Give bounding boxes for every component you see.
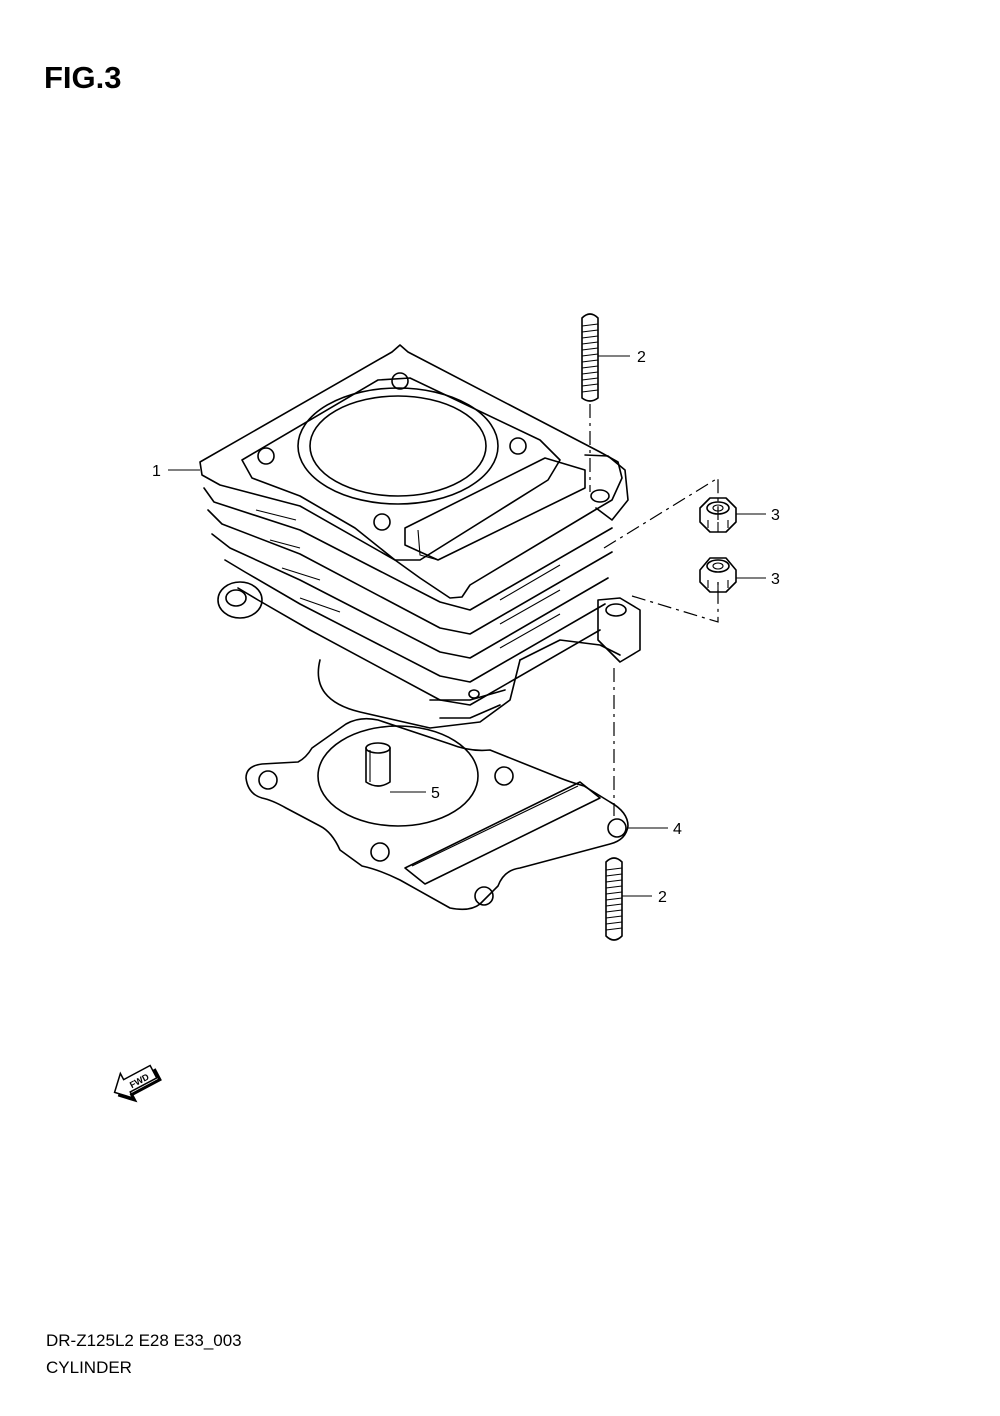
gasket-part[interactable]	[245, 717, 629, 911]
model-code: DR-Z125L2 E28 E33_003	[46, 1331, 242, 1350]
callout-4: 4	[673, 821, 682, 838]
figure-title: FIG.3	[44, 60, 122, 95]
callout-3-upper: 3	[771, 507, 780, 524]
callout-2-upper: 2	[637, 349, 646, 366]
group-name: CYLINDER	[46, 1358, 132, 1377]
cylinder-part[interactable]	[199, 344, 641, 729]
callout-1: 1	[152, 463, 161, 480]
leader-lines	[168, 355, 766, 897]
flange-nut-lower[interactable]	[699, 557, 737, 593]
assembly-lines	[589, 404, 719, 816]
callout-3-lower: 3	[771, 571, 780, 588]
forward-direction-icon: FWD	[113, 1064, 162, 1103]
stud-bolt-lower[interactable]	[605, 857, 623, 941]
callout-2-lower: 2	[658, 889, 667, 906]
dowel-pin-part[interactable]	[365, 742, 391, 787]
stud-bolt-upper[interactable]	[581, 313, 599, 402]
callout-5: 5	[431, 785, 440, 802]
